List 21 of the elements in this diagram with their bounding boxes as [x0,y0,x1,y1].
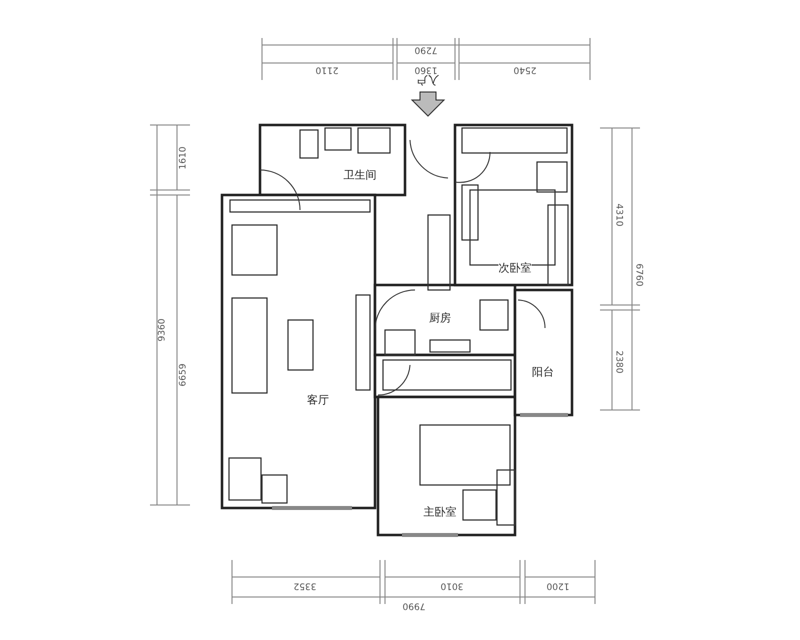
dimension-label: 1360 [414,64,438,74]
dimension-label: 3010 [440,580,464,590]
room-label: 卫生间 [344,170,376,180]
dimension-label: 2380 [614,350,622,374]
dimension-label: 9360 [158,318,168,342]
room-label: 入户 [417,74,439,86]
dimension-label: 2540 [514,64,536,74]
room-label: 客厅 [307,394,329,406]
room-label: 主卧室 [424,506,456,518]
dimension-label: 6659 [180,364,188,386]
dimension-label: 1610 [180,146,188,170]
room-label: 阳台 [532,366,554,378]
dimension-label: 7990 [402,600,426,610]
room-label: 厨房 [429,312,451,324]
dimension-label: 4310 [614,204,622,226]
dimension-label: 7290 [414,44,438,54]
dimension-label: 2110 [316,64,338,74]
dimension-label: 6760 [634,264,642,286]
dimension-label: 1200 [546,580,570,590]
dimension-label: 3352 [294,580,316,590]
room-label: 次卧室 [498,262,532,274]
